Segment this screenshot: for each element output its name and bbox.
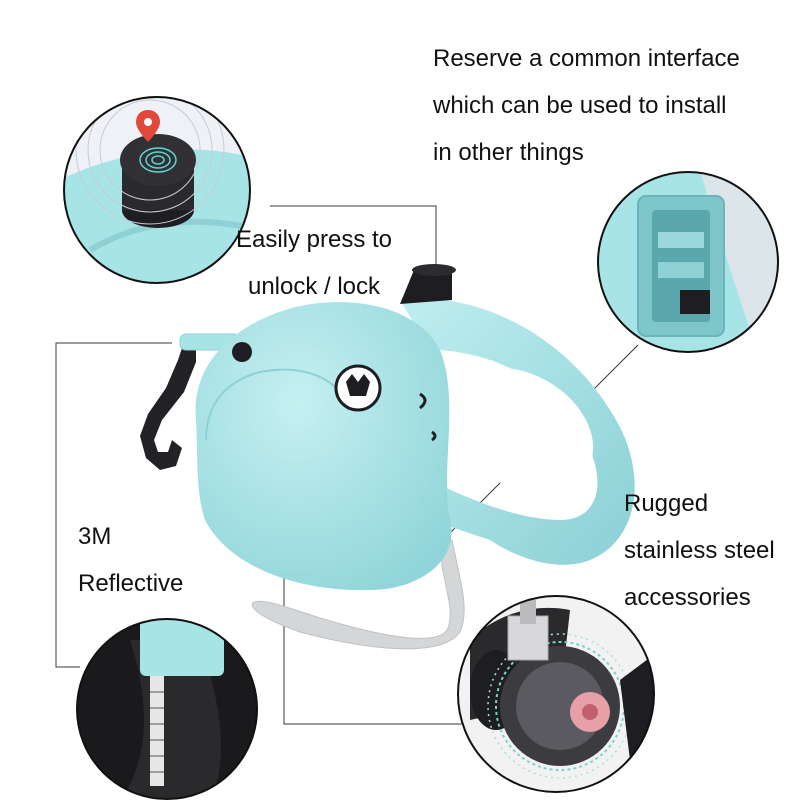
- inset-interface-slot: [597, 171, 779, 353]
- caption-line: Rugged: [624, 490, 709, 517]
- caption-line: accessories: [624, 584, 751, 611]
- caption-line: Reserve a common interface: [433, 45, 740, 72]
- inset-reflective-strap: [76, 618, 258, 800]
- caption-press-lock: Easily press to unlock / lock: [226, 216, 402, 310]
- caption-stainless-steel: Rugged stainless steel accessories: [624, 480, 775, 621]
- caption-line: unlock / lock: [247, 273, 381, 300]
- inset-lock-button: [63, 96, 251, 284]
- leash-strap: [251, 539, 465, 650]
- handle-ring: [400, 298, 635, 565]
- caption-line: which can be used to install: [433, 92, 727, 119]
- lock-button: [400, 264, 456, 304]
- caption-interface: Reserve a common interface which can be …: [433, 35, 740, 176]
- leader-line-press: [270, 205, 437, 268]
- caption-line: stainless steel: [624, 537, 775, 564]
- caption-line: Reflective: [78, 570, 184, 597]
- fingerprint-button-icon: [120, 134, 196, 186]
- inset-steel-mechanism: [457, 595, 655, 793]
- housing: [195, 302, 452, 591]
- leader-line-reflective: [55, 342, 172, 668]
- caption-line: Easily press to: [235, 226, 393, 253]
- caption-reflective: 3M Reflective: [78, 513, 183, 607]
- caption-line: 3M: [78, 523, 112, 550]
- caption-line: in other things: [433, 139, 584, 166]
- leash-body: [195, 264, 635, 591]
